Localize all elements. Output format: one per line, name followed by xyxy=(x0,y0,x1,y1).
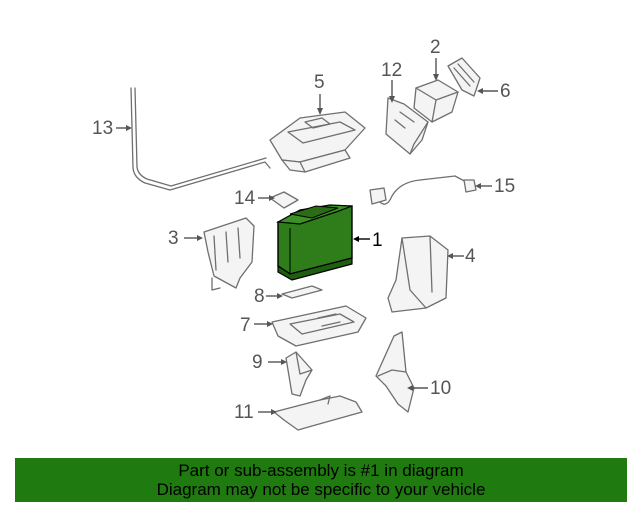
svg-text:11: 11 xyxy=(234,402,254,423)
callout-1: 1 xyxy=(353,230,383,251)
part-5-cover[interactable] xyxy=(269,111,366,173)
svg-text:7: 7 xyxy=(240,315,251,336)
callout-14: 14 xyxy=(234,188,275,209)
callout-11: 11 xyxy=(234,402,277,423)
part-8-plate[interactable] xyxy=(281,285,323,299)
part-7-tray[interactable] xyxy=(271,305,367,347)
footer-line-2: Diagram may not be specific to your vehi… xyxy=(156,480,486,499)
callout-9: 9 xyxy=(252,352,287,373)
svg-text:14: 14 xyxy=(234,188,256,209)
svg-text:9: 9 xyxy=(252,352,263,373)
part-9-support[interactable] xyxy=(285,351,313,397)
callout-2: 2 xyxy=(430,37,441,81)
callout-15: 15 xyxy=(475,176,515,197)
callout-10: 10 xyxy=(407,378,451,399)
part-14-clip[interactable] xyxy=(269,191,299,209)
svg-text:8: 8 xyxy=(254,286,265,307)
footer-line-1: Part or sub-assembly is #1 in diagram xyxy=(178,461,464,480)
part-4-panel[interactable] xyxy=(387,235,449,313)
parts-diagram: 13 5 12 2 6 15 14 1 3 xyxy=(92,37,515,431)
callout-12: 12 xyxy=(381,60,402,103)
part-1-battery[interactable] xyxy=(275,204,353,281)
callout-13: 13 xyxy=(92,118,132,139)
svg-text:12: 12 xyxy=(381,60,402,81)
part-2-module[interactable] xyxy=(413,79,459,123)
part-12-bracket[interactable] xyxy=(385,97,429,155)
svg-text:6: 6 xyxy=(500,81,511,102)
callout-6: 6 xyxy=(477,81,511,102)
part-6-connector[interactable] xyxy=(447,57,481,97)
svg-text:4: 4 xyxy=(465,246,476,267)
svg-text:15: 15 xyxy=(494,176,515,197)
callout-4: 4 xyxy=(447,246,476,267)
part-3-bracket[interactable] xyxy=(203,217,255,291)
part-10-bracket[interactable] xyxy=(375,331,415,413)
svg-text:3: 3 xyxy=(168,228,179,249)
info-footer-banner: Part or sub-assembly is #1 in diagram Di… xyxy=(15,458,627,502)
svg-text:5: 5 xyxy=(314,72,325,93)
callout-3: 3 xyxy=(168,228,203,249)
svg-text:1: 1 xyxy=(372,230,383,251)
svg-text:13: 13 xyxy=(92,118,113,139)
part-11-baseplate[interactable] xyxy=(273,395,363,431)
callout-8: 8 xyxy=(254,286,283,307)
part-15-cable[interactable] xyxy=(369,175,477,205)
callout-7: 7 xyxy=(240,315,273,336)
svg-text:10: 10 xyxy=(430,378,451,399)
svg-text:2: 2 xyxy=(430,37,441,58)
callout-5: 5 xyxy=(314,72,325,115)
part-13-rod[interactable] xyxy=(130,87,271,191)
